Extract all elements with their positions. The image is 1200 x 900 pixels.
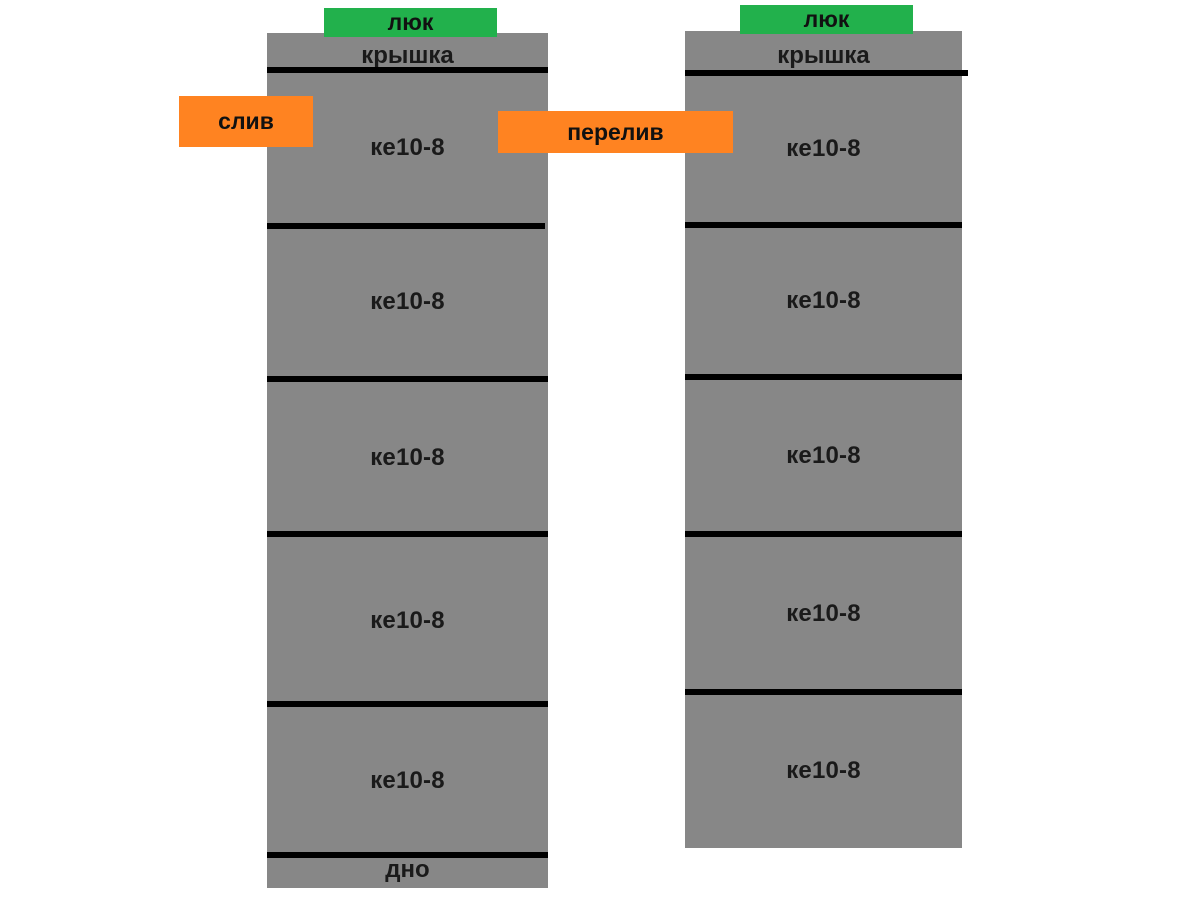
right-ring-2-label: ке10-8	[786, 286, 861, 314]
left-ring-5-label: ке10-8	[370, 767, 445, 794]
overflow-pipe-tag-label: перелив	[567, 118, 664, 145]
right-joint-3	[685, 531, 962, 537]
right-ring-5-label: ке10-8	[786, 757, 861, 784]
right-ring-5: ке10-8	[685, 694, 962, 848]
left-joint-3	[267, 531, 548, 537]
left-ring-3-label: ке10-8	[370, 443, 445, 471]
right-ring-4-label: ке10-8	[786, 599, 861, 627]
right-well-body: крышка ке10-8 ке10-8 ке10-8 ке10-8 ке10-…	[685, 31, 962, 848]
left-well-bottom-label: дно	[385, 856, 430, 883]
left-hatch-tag-label: люк	[387, 9, 434, 35]
left-ring-4-label: ке10-8	[370, 606, 445, 634]
left-joint-cap	[267, 67, 548, 73]
right-hatch-tag-label: люк	[803, 6, 850, 32]
left-hatch-tag: люк	[324, 8, 497, 37]
left-ring-1-label: ке10-8	[370, 134, 445, 161]
left-ring-1: ке10-8	[267, 73, 548, 223]
left-joint-4	[267, 701, 548, 707]
right-joint-1	[685, 222, 962, 228]
right-ring-3-label: ке10-8	[786, 441, 861, 469]
right-ring-3: ке10-8	[685, 378, 962, 533]
right-joint-cap	[685, 70, 968, 76]
right-ring-2: ке10-8	[685, 226, 962, 375]
left-ring-5: ке10-8	[267, 706, 548, 856]
left-ring-4: ке10-8	[267, 538, 548, 703]
overflow-pipe-tag: перелив	[498, 111, 733, 153]
right-ring-4: ке10-8	[685, 536, 962, 691]
left-joint-bottom	[267, 852, 548, 858]
left-joint-2	[267, 376, 548, 382]
left-well-cap-label: крышка	[361, 42, 454, 69]
right-joint-4	[685, 689, 962, 695]
drain-pipe-tag-label: слив	[218, 108, 274, 134]
left-ring-3: ке10-8	[267, 380, 548, 535]
right-ring-1-label: ке10-8	[786, 135, 861, 162]
left-ring-2-label: ке10-8	[370, 287, 445, 315]
right-ring-1: ке10-8	[685, 75, 962, 223]
right-hatch-tag: люк	[740, 5, 913, 34]
left-joint-1	[267, 223, 545, 229]
left-ring-2: ке10-8	[267, 226, 548, 377]
right-well-cap-label: крышка	[777, 42, 870, 69]
left-well-body: крышка ке10-8 ке10-8 ке10-8 ке10-8 ке10-…	[267, 33, 548, 888]
right-joint-2	[685, 374, 962, 380]
drain-pipe-tag: слив	[179, 96, 313, 147]
